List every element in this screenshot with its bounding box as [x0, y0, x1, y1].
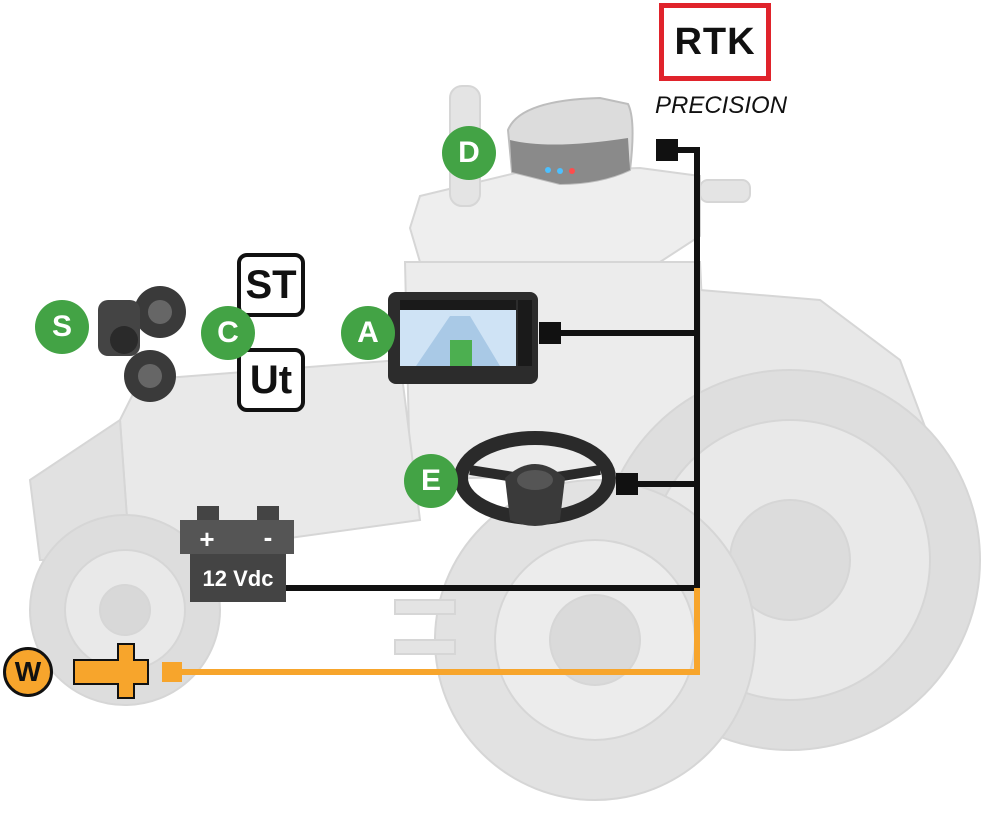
display-connector — [539, 322, 561, 344]
ut-tag: Ut — [237, 348, 305, 412]
badge-d: D — [442, 126, 496, 180]
steering-connector — [616, 473, 638, 495]
battery-icon: + - — [180, 506, 294, 602]
badge-s: S — [35, 300, 89, 354]
tractor-illustration — [28, 85, 981, 801]
battery-minus-sign: - — [264, 522, 273, 552]
battery-voltage-label: 12 Vdc — [202, 566, 274, 591]
badge-c: C — [201, 306, 255, 360]
orange-wire — [170, 588, 700, 675]
gnss-connector — [656, 139, 678, 161]
gnss-receiver-icon — [506, 96, 634, 186]
badge-e: E — [404, 454, 458, 508]
badge-w: W — [3, 647, 53, 697]
rtk-logo-text: RTK — [674, 20, 756, 63]
display-terminal-icon — [388, 292, 538, 384]
steering-wheel-motor-icon — [454, 431, 616, 526]
sensor-unit-icon — [98, 286, 186, 402]
wheel-sensor-icon — [73, 643, 149, 699]
badge-a: A — [341, 306, 395, 360]
st-tag: ST — [237, 253, 305, 317]
wheel-sensor-connector — [162, 662, 182, 682]
battery-plus-sign: + — [199, 524, 214, 554]
rtk-precision-label: PRECISION — [655, 92, 788, 119]
rtk-logo: RTK — [659, 3, 771, 81]
wiring-harness — [162, 139, 700, 682]
